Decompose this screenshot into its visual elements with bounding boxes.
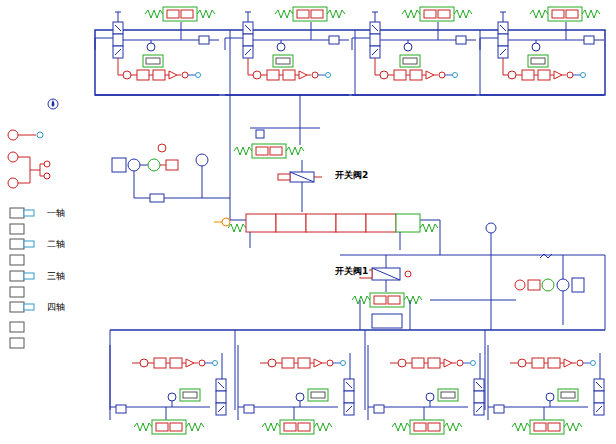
axis-label: 三轴 [46,271,66,282]
valve-label: 开关阀1 [334,266,369,277]
axis-label: 一轴 [46,208,66,219]
axis-label: 二轴 [46,239,66,250]
valve-label: 开关阀2 [334,170,369,181]
axis-label: 四轴 [46,302,66,313]
